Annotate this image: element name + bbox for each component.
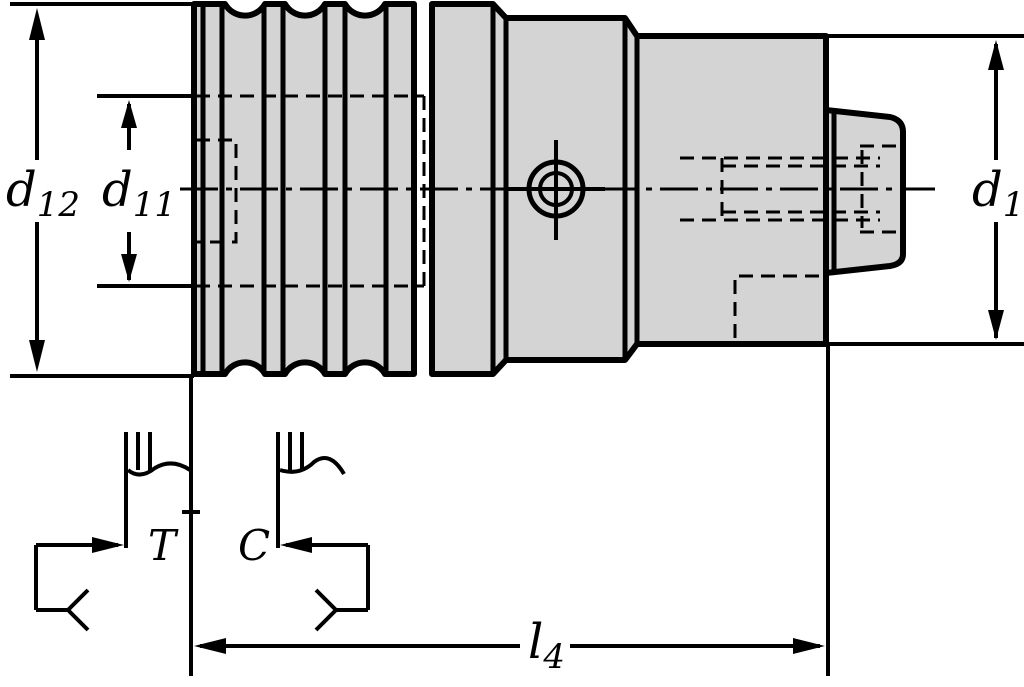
clamp-screw-symbol: [507, 140, 605, 240]
clamp-symbol: [276, 432, 370, 632]
dimension-l4: [189, 344, 830, 676]
label-l4: l4: [528, 614, 565, 677]
hidden-lines: [196, 94, 896, 338]
dimension-d11: [97, 94, 196, 288]
label-t: T: [148, 521, 179, 570]
label-d1: d1: [972, 162, 1024, 225]
thrust-symbol: [34, 432, 200, 632]
dimension-d1: [826, 34, 1024, 346]
dimension-d12: [10, 2, 194, 378]
label-c: C: [238, 521, 270, 570]
label-d12: d12: [6, 162, 80, 225]
label-d11: d11: [102, 162, 176, 225]
